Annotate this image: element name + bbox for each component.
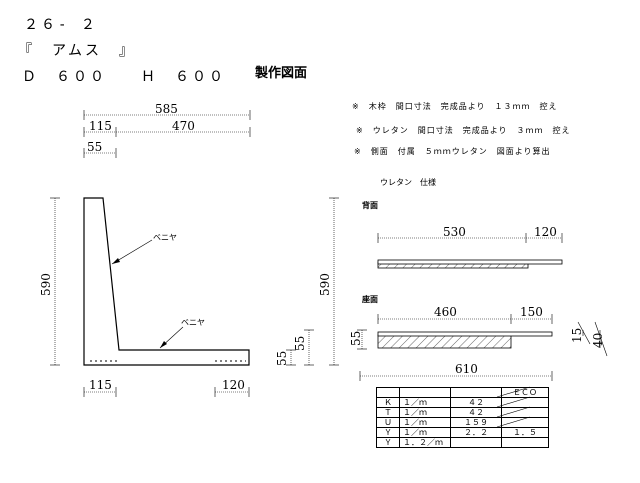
veneer-seat-callout: ベニヤ (159, 318, 205, 349)
dim-seat-thickness-2-label: 55 (293, 336, 307, 351)
model-number: ２６- ２ (24, 17, 98, 33)
table-cell: １／ｍ (399, 397, 451, 408)
table-cell (376, 387, 400, 398)
table-cell (450, 437, 502, 448)
dim-bottom-front-label: 120 (222, 378, 245, 392)
dim-urethane-seat-b-label: 150 (520, 305, 543, 319)
dim-top-thickness: 55 (83, 140, 117, 158)
table-cell (450, 387, 502, 398)
back-label: 背面 (362, 201, 378, 210)
dim-total-width-label: 585 (155, 102, 178, 116)
product-name: 『 アムス 』 (18, 43, 137, 59)
spec-table: ＥＣＯ Ｋ １／ｍ ４２ Ｔ １／ｍ ４２ Ｕ １／ｍ １５９ Ｙ １／ｍ ２．… (376, 387, 549, 448)
note-1: ※ 木枠 間口寸法 完成品より １３ｍｍ 控え (352, 102, 558, 111)
dim-height-label: 590 (39, 273, 53, 296)
veneer-back-callout: ベニヤ (111, 233, 177, 265)
dim-urethane-seat-40-label: 40 (591, 333, 605, 348)
table-cell: Ｕ (376, 417, 400, 428)
dim-height: 590 (39, 197, 60, 366)
veneer-seat-label: ベニヤ (181, 318, 205, 327)
table-cell: １．２／ｍ (399, 437, 451, 448)
urethane-seat-body (377, 334, 512, 349)
table-header-row: ＥＣＯ (376, 387, 549, 398)
table-cell: １／ｍ (399, 407, 451, 418)
dim-seat-breakdown: 115 470 (83, 119, 251, 137)
dim-back-offset-label: 115 (89, 119, 112, 133)
dim-urethane-seat-thickness-label: 55 (349, 331, 363, 346)
note-3: ※ 側面 付属 ５ｍｍウレタン 図面より算出 (354, 147, 551, 156)
table-cell: １５９ (450, 417, 502, 428)
table-cell: １．５ (501, 427, 549, 438)
veneer-back-label: ベニヤ (153, 233, 177, 242)
dim-urethane-back-b-label: 120 (534, 225, 557, 239)
dim-urethane-seat-thickness: 55 (349, 329, 367, 350)
drawing-title: 製作図面 (255, 66, 308, 81)
chair-side-profile (83, 197, 250, 366)
table-cell: Ｙ (376, 437, 400, 448)
dim-urethane-back: 530 120 (377, 225, 563, 243)
dim-bottom: 115 120 (83, 378, 250, 397)
table-cell (501, 437, 549, 448)
dim-urethane-back-a-label: 530 (443, 225, 466, 239)
table-cell: ２．２ (450, 427, 502, 438)
table-cell: １／ｍ (399, 427, 451, 438)
dim-urethane-seat-total: 610 (359, 362, 553, 381)
table-cell: Ｋ (376, 397, 400, 408)
table-cell (501, 397, 549, 408)
urethane-seat-top (377, 331, 553, 337)
table-row: Ｋ １／ｍ ４２ (376, 397, 549, 408)
dim-bottom-back-label: 115 (89, 378, 112, 392)
dimensions-summary: Ｄ ６００ Ｈ ６００ (22, 69, 226, 85)
dim-urethane-seat-side: 15 40 (570, 321, 608, 357)
table-row: Ｕ １／ｍ １５９ (376, 417, 549, 428)
table-cell: ４２ (450, 407, 502, 418)
dim-seat-thickness-label: 55 (275, 351, 289, 366)
note-2: ※ ウレタン 間口寸法 完成品より ３ｍｍ 控え (356, 126, 571, 135)
table-row: Ｙ １／ｍ ２．２ １．５ (376, 427, 549, 438)
dim-seat-span-label: 470 (172, 119, 195, 133)
table-cell: １／ｍ (399, 417, 451, 428)
dim-urethane-seat-15-label: 15 (570, 328, 584, 343)
dim-total-width: 585 (83, 102, 251, 120)
table-cell (501, 417, 549, 428)
dim-urethane-seat-total-label: 610 (455, 362, 478, 376)
table-cell: Ｔ (376, 407, 400, 418)
dim-urethane-seat: 460 150 (377, 305, 553, 324)
urethane-spec-title: ウレタン 仕様 (380, 178, 436, 187)
dim-top-thickness-label: 55 (87, 140, 102, 154)
dim-urethane-back-height-label: 590 (318, 273, 332, 296)
dim-urethane-back-height: 590 (318, 197, 339, 366)
table-cell-eco: ＥＣＯ (501, 387, 549, 398)
urethane-back-top (377, 259, 563, 265)
table-row: Ｙ １．２／ｍ (376, 437, 549, 448)
table-cell (501, 407, 549, 418)
dim-urethane-seat-a-label: 460 (434, 305, 457, 319)
table-cell: Ｙ (376, 427, 400, 438)
table-cell (399, 387, 451, 398)
dim-seat-thickness-2: 55 (293, 329, 314, 366)
table-row: Ｔ １／ｍ ４２ (376, 407, 549, 418)
dim-seat-thickness: 55 (275, 349, 296, 366)
table-cell: ４２ (450, 397, 502, 408)
seat-label: 座面 (362, 295, 378, 304)
